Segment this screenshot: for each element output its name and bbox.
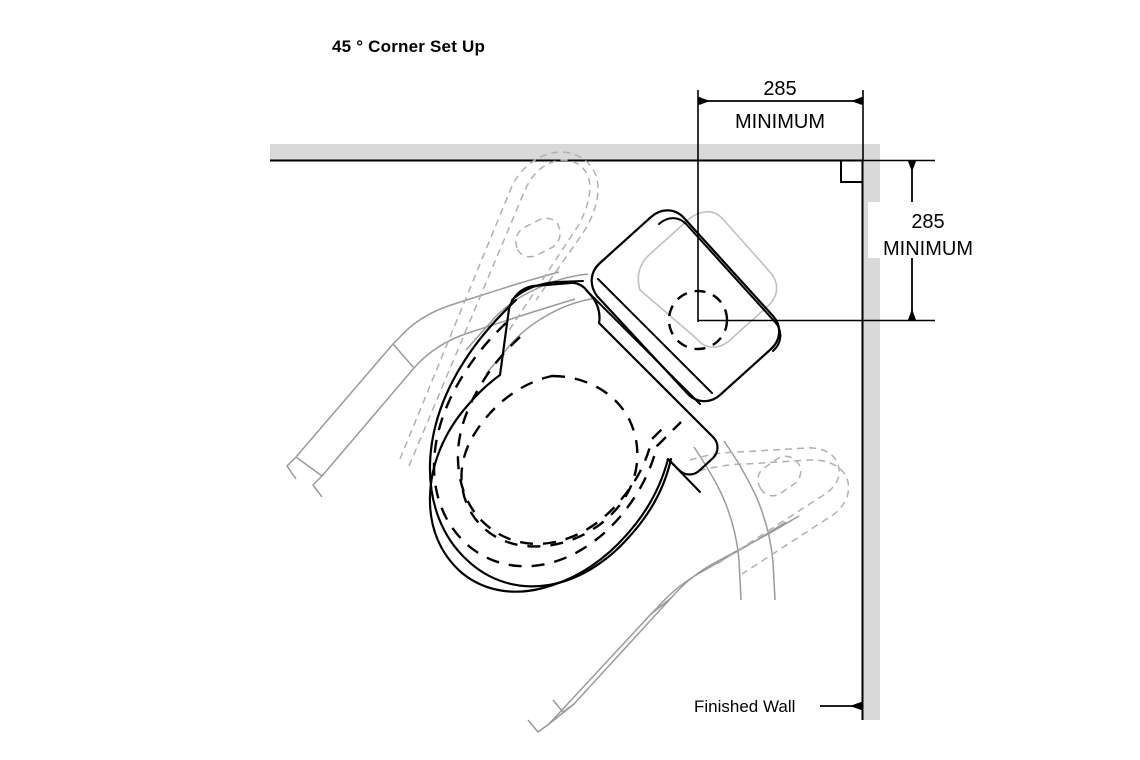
ghost-bracket-upper-left: [465, 273, 597, 375]
toilet-bowl-outline: [428, 281, 719, 593]
toilet-plan-view: [428, 209, 782, 593]
ghost-arm-upper-left-dashed: [399, 151, 599, 467]
ghost-arm-lower-right-solid: [527, 515, 800, 733]
drawing-title: 45 ° Corner Set Up: [332, 37, 485, 56]
right-angle-marker-icon: [840, 161, 862, 183]
ghost-outlines-group: [286, 151, 850, 733]
toilet-tank-lid-edge: [658, 217, 782, 352]
vertical-dimension-group: 285 MINIMUM: [698, 159, 990, 322]
ghost-arm-upper-left-solid: [286, 271, 576, 498]
vertical-dim-qualifier: MINIMUM: [883, 238, 973, 260]
vertical-dim-value: 285: [911, 211, 944, 233]
finished-walls: [270, 144, 880, 720]
horizontal-dimension-group: 285 MINIMUM: [697, 78, 864, 322]
top-wall-band: [270, 144, 880, 160]
finished-wall-annotation: Finished Wall: [694, 697, 862, 716]
ghost-bracket-lower-right: [693, 440, 776, 601]
ghost-tank-outline: [637, 210, 778, 348]
toilet-bowl-rim-curve: [428, 298, 673, 588]
bowl-shoulder-line: [511, 280, 584, 301]
right-wall-band: [863, 144, 880, 720]
tank-bowl-joint-line-outer: [585, 289, 701, 405]
vertical-dim-text-backing: [868, 202, 990, 258]
horizontal-dim-value: 285: [763, 78, 796, 100]
bowl-water-spot-dashed: [460, 374, 639, 548]
bowl-inner-rim-dashed-inner: [456, 336, 669, 546]
toilet-tank-outline: [590, 209, 781, 403]
horizontal-dim-qualifier: MINIMUM: [735, 111, 825, 133]
tank-bowl-joint-line-inner: [597, 278, 713, 394]
finished-wall-label: Finished Wall: [694, 697, 795, 716]
bowl-inner-rim-dashed-outer: [432, 322, 682, 568]
ghost-arm-lower-right-dashed: [689, 447, 850, 575]
bowl-foot-connector: [667, 458, 701, 493]
